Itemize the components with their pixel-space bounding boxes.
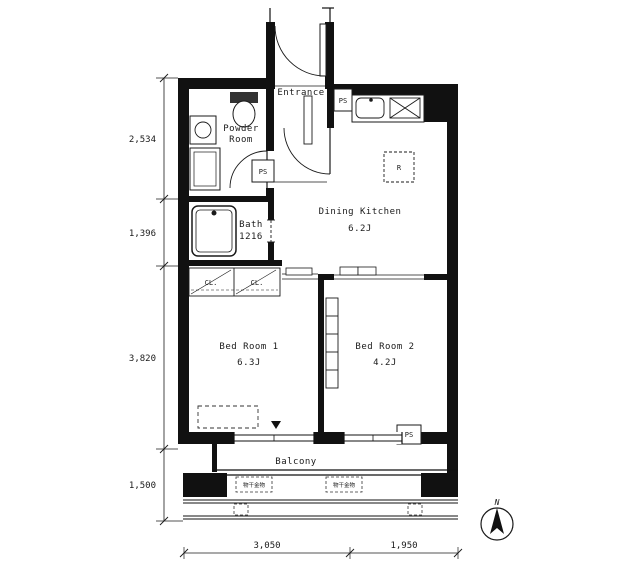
- balcony-structure: [183, 444, 458, 520]
- ps-entrance-label: PS: [339, 97, 347, 105]
- washing-machine-fixture: [189, 147, 221, 191]
- washbasin-fixture: [189, 115, 217, 145]
- dim-left-4: 1,500: [129, 481, 156, 491]
- dining-kitchen-label: Dining Kitchen: [319, 207, 402, 217]
- bedroom2-size-label: 4.2J: [373, 358, 397, 368]
- ps-powder-box: [251, 159, 275, 183]
- bedroom1-label: Bed Room 1: [219, 342, 278, 352]
- dk-bedroom2-sliding-door: [334, 266, 424, 280]
- powder-room-label-line2: Room: [229, 135, 253, 145]
- closets: [188, 267, 281, 297]
- closet2-label: CL.: [251, 279, 264, 287]
- bedroom2-label: Bed Room 2: [355, 342, 414, 352]
- dim-bottom-1: 3,050: [253, 541, 280, 551]
- powder-room-label-line1: Powder: [223, 124, 259, 134]
- dim-bottom-2: 1,950: [390, 541, 417, 551]
- dim-left-1: 2,534: [129, 135, 156, 145]
- refrigerator-label: R: [397, 164, 402, 172]
- interior-walls: [178, 89, 447, 444]
- kitchen-sink: [355, 97, 385, 119]
- dimension-lines-left: [156, 73, 183, 526]
- bath-label: Bath: [239, 220, 263, 230]
- laundry-hardware-boxes: [235, 476, 363, 493]
- dining-kitchen-size-label: 6.2J: [348, 224, 372, 234]
- bedroom1-door: [282, 267, 318, 280]
- dimension-lines-bottom: [179, 547, 463, 559]
- bedroom1-size-label: 6.3J: [237, 358, 261, 368]
- stove: [389, 97, 421, 119]
- bedroom1-dashed-box: [197, 405, 259, 429]
- balcony-label: Balcony: [275, 457, 317, 467]
- laundry-left-label: 物干金物: [243, 481, 266, 489]
- bathtub-fixture: [191, 205, 237, 257]
- bath-size-label: 1216: [239, 232, 263, 242]
- entrance-door: [274, 23, 327, 183]
- compass-n-label: N: [494, 498, 500, 507]
- kitchen-counter: [351, 94, 425, 123]
- closet1-label: CL.: [205, 279, 218, 287]
- dim-left-2: 1,396: [129, 229, 156, 239]
- bath-door: [267, 219, 275, 243]
- ps-bedroom2-label: PS: [405, 431, 413, 439]
- shoe-cabinet: [303, 95, 313, 145]
- compass-needle: [490, 508, 504, 534]
- windows: [233, 421, 403, 444]
- dim-left-3: 3,820: [129, 354, 156, 364]
- upper-wall-lines: [269, 7, 334, 22]
- entrance-label: Entrance: [277, 88, 324, 98]
- compass: [480, 507, 514, 541]
- window-marker-triangle: [271, 421, 281, 429]
- ps-powder-label: PS: [259, 168, 267, 176]
- refrigerator-box: [383, 151, 415, 183]
- toilet-fixture: [230, 92, 258, 128]
- bedroom2-closet: [325, 297, 339, 389]
- laundry-right-label: 物干金物: [333, 481, 356, 489]
- hall-dk-door: [283, 127, 331, 175]
